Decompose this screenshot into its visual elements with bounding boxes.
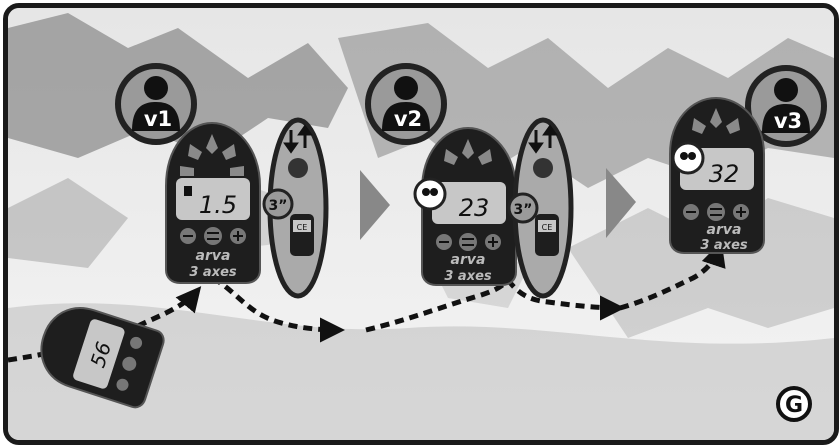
- panel-letter-badge: G: [778, 388, 810, 420]
- device-top-icon: [288, 158, 308, 178]
- distance-readout: 32: [709, 160, 740, 188]
- snowflake-marked-icon: [415, 179, 445, 209]
- transceiver-device-1: 1.5 arva 3 axes: [166, 123, 260, 283]
- mark-icon-text: CE: [542, 223, 553, 232]
- panel-letter: G: [785, 393, 803, 418]
- victim-badge-v1: v1: [118, 66, 194, 142]
- victim-label: v1: [144, 107, 172, 131]
- illustration-frame: v1 v2 v3: [3, 3, 839, 445]
- brand-model: 3 axes: [444, 269, 492, 284]
- distance-readout: 1.5: [199, 191, 237, 219]
- transceiver-device-3: 32 arva 3 axes: [670, 98, 764, 253]
- device-top-icon: [533, 158, 553, 178]
- mark-time: 3”: [269, 198, 288, 214]
- equal-button-icon: [459, 233, 477, 251]
- snowflake-marked-icon: [673, 143, 703, 173]
- equal-button-icon: [204, 227, 222, 245]
- mark-time: 3”: [514, 202, 533, 218]
- victim-label: v3: [774, 109, 802, 133]
- brand-model: 3 axes: [700, 238, 748, 253]
- brand-name: arva: [196, 248, 231, 264]
- distance-readout: 23: [459, 194, 490, 222]
- battery-icon: [184, 186, 192, 196]
- victim-badge-v2: v2: [368, 66, 444, 142]
- brand-name: arva: [451, 252, 486, 268]
- victim-label: v2: [394, 107, 422, 131]
- mark-icon-text: CE: [297, 223, 308, 232]
- mountain-scene: v1 v2 v3: [8, 8, 834, 440]
- brand-model: 3 axes: [189, 265, 237, 280]
- brand-name: arva: [707, 222, 742, 238]
- equal-button-icon: [707, 203, 725, 221]
